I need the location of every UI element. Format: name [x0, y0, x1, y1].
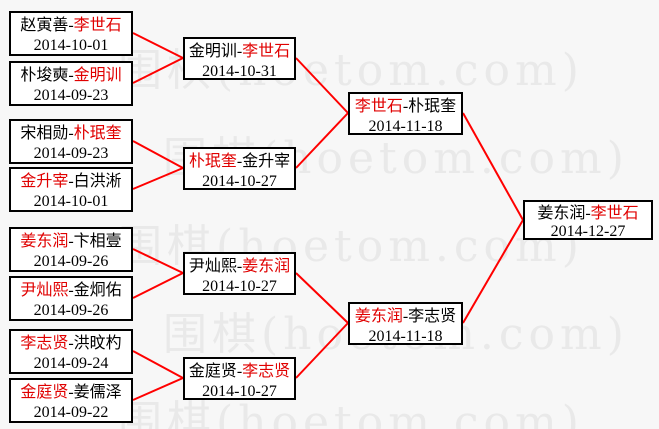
player2-name: 卞相壹 [73, 233, 122, 250]
player1-name: 朴珉奎 [188, 153, 237, 170]
player1-name: 姜东润 [354, 308, 403, 325]
match-box-round2-2: 朴珉奎-金升宰 2014-10-27 [183, 147, 296, 190]
vs-separator: - [68, 173, 74, 190]
match-date: 2014-09-23 [33, 145, 109, 162]
vs-separator: - [402, 308, 409, 325]
player1-name: 金庭贤 [20, 384, 69, 401]
player1-name: 姜东润 [537, 205, 586, 222]
match-players: 金庭贤-姜儒泽 [11, 382, 131, 403]
player2-name: 李世石 [242, 43, 291, 60]
match-date: 2014-10-27 [202, 173, 277, 190]
vs-separator: - [68, 233, 74, 250]
match-date: 2014-10-31 [202, 63, 277, 80]
match-players: 宋相勋-朴珉奎 [11, 123, 131, 144]
match-box-round1-6: 尹灿熙-金炯佑 2014-09-26 [9, 276, 133, 321]
match-box-final: 姜东润-李世石 2014-12-27 [523, 200, 653, 240]
player1-name: 李世石 [354, 98, 403, 115]
vs-separator: - [68, 67, 74, 84]
player2-name: 洪旼杓 [73, 335, 122, 352]
watermark-text: 围棋(hoetom.com) [118, 397, 584, 429]
match-box-round2-3: 尹灿熙-姜东润 2014-10-27 [183, 252, 296, 295]
player2-name: 金升宰 [242, 153, 291, 170]
match-box-round2-1: 金明训-李世石 2014-10-31 [183, 37, 296, 80]
match-players: 李志贤-洪旼杓 [11, 333, 131, 354]
vs-separator: - [68, 335, 74, 352]
player2-name: 朴珉奎 [408, 98, 457, 115]
match-box-round2-4: 金庭贤-李志贤 2014-10-27 [183, 357, 296, 400]
match-players: 尹灿熙-姜东润 [185, 256, 294, 277]
match-box-round1-7: 李志贤-洪旼杓 2014-09-24 [9, 329, 133, 374]
vs-separator: - [236, 363, 243, 380]
match-date: 2014-10-27 [202, 278, 277, 295]
match-date: 2014-09-26 [33, 302, 109, 319]
vs-separator: - [236, 153, 243, 170]
player1-name: 尹灿熙 [20, 282, 69, 299]
match-players: 朴珉奎-金升宰 [185, 151, 294, 172]
match-players: 金明训-李世石 [185, 41, 294, 62]
player2-name: 朴珉奎 [73, 125, 122, 142]
match-players: 尹灿熙-金炯佑 [11, 280, 131, 301]
match-date: 2014-09-26 [33, 253, 109, 270]
player1-name: 李志贤 [20, 335, 69, 352]
vs-separator: - [68, 384, 74, 401]
player1-name: 金升宰 [20, 173, 69, 190]
player2-name: 白洪淅 [73, 173, 122, 190]
match-players: 姜东润-李志贤 [350, 306, 461, 327]
player2-name: 李世石 [590, 205, 639, 222]
match-players: 李世石-朴珉奎 [350, 96, 461, 117]
match-players: 朴埈奭-金明训 [11, 65, 131, 86]
match-date: 2014-09-23 [33, 87, 109, 104]
match-date: 2014-11-18 [368, 118, 443, 135]
match-box-round1-2: 朴埈奭-金明训 2014-09-23 [9, 61, 133, 106]
match-players: 姜东润-卞相壹 [11, 231, 131, 252]
vs-separator: - [585, 205, 591, 222]
match-players: 赵寅善-李世石 [11, 15, 131, 36]
match-date: 2014-10-01 [33, 193, 109, 210]
match-players: 姜东润-李世石 [525, 204, 651, 223]
vs-separator: - [68, 282, 74, 299]
player2-name: 李志贤 [408, 308, 457, 325]
match-box-round1-8: 金庭贤-姜儒泽 2014-09-22 [9, 378, 133, 423]
match-box-semifinal-1: 李世石-朴珉奎 2014-11-18 [348, 92, 463, 135]
match-box-round1-3: 宋相勋-朴珉奎 2014-09-23 [9, 119, 133, 164]
match-box-round1-5: 姜东润-卞相壹 2014-09-26 [9, 227, 133, 272]
vs-separator: - [402, 98, 409, 115]
player2-name: 李世石 [73, 17, 122, 34]
player1-name: 宋相勋 [20, 125, 69, 142]
match-players: 金庭贤-李志贤 [185, 361, 294, 382]
vs-separator: - [68, 17, 74, 34]
player2-name: 姜儒泽 [73, 384, 122, 401]
match-date: 2014-10-27 [202, 383, 277, 400]
vs-separator: - [236, 258, 243, 275]
vs-separator: - [236, 43, 243, 60]
match-date: 2014-12-27 [550, 223, 626, 240]
vs-separator: - [68, 125, 74, 142]
player1-name: 朴埈奭 [20, 67, 69, 84]
match-box-round1-4: 金升宰-白洪淅 2014-10-01 [9, 167, 133, 212]
match-box-semifinal-2: 姜东润-李志贤 2014-11-18 [348, 302, 463, 345]
match-players: 金升宰-白洪淅 [11, 171, 131, 192]
player2-name: 金炯佑 [73, 282, 122, 299]
match-date: 2014-09-24 [33, 355, 109, 372]
player2-name: 李志贤 [242, 363, 291, 380]
match-date: 2014-11-18 [368, 328, 443, 345]
match-box-round1-1: 赵寅善-李世石 2014-10-01 [9, 11, 133, 56]
match-date: 2014-09-22 [33, 404, 109, 421]
player1-name: 赵寅善 [20, 17, 69, 34]
player1-name: 金庭贤 [188, 363, 237, 380]
player1-name: 姜东润 [20, 233, 69, 250]
match-date: 2014-10-01 [33, 37, 109, 54]
player1-name: 金明训 [188, 43, 237, 60]
player1-name: 尹灿熙 [188, 258, 237, 275]
player2-name: 姜东润 [242, 258, 291, 275]
player2-name: 金明训 [73, 67, 122, 84]
